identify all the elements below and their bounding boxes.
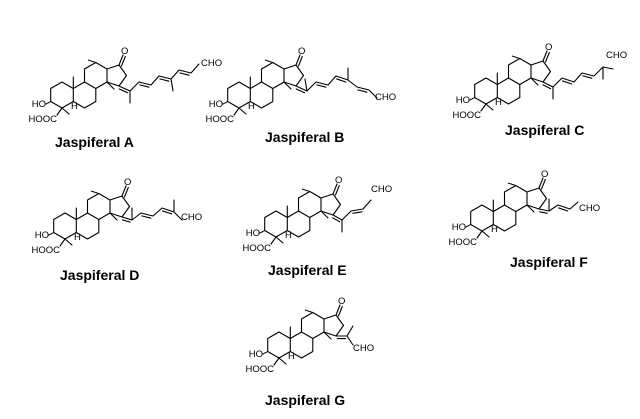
carboxyl-label: HOOC: [206, 114, 235, 125]
compound-a: O HO HOOC H CHO: [29, 46, 223, 125]
hydroxyl-label: HO: [32, 99, 46, 110]
side-chain: [118, 63, 200, 92]
compound-c: O HO HOOC H CHO: [453, 42, 628, 121]
carboxyl-label: HOOC: [32, 245, 61, 256]
double-bond: [141, 215, 152, 219]
aldehyde-label: CHO: [371, 184, 392, 195]
hydrogen-label: H: [248, 101, 255, 112]
methyl-bond: [346, 325, 354, 337]
aldehyde-label: CHO: [353, 343, 374, 354]
double-bond: [295, 88, 306, 94]
methyl-bond: [304, 78, 308, 92]
carboxyl-label: HOOC: [243, 243, 272, 254]
compound-label-d: Jaspiferal D: [60, 267, 139, 283]
double-bond: [121, 219, 131, 223]
carboxyl-label: HOOC: [29, 114, 58, 125]
aldehyde-label: CHO: [375, 92, 396, 103]
hydroxyl-label: HO: [452, 222, 466, 233]
side-chain: [295, 75, 378, 99]
side-chain: [538, 201, 579, 212]
compound-label-a: Jaspiferal A: [55, 134, 134, 150]
ketone-oxygen-label: O: [335, 175, 342, 186]
aldehyde-label: CHO: [606, 50, 627, 61]
double-bond: [539, 211, 548, 214]
compound-label-b: Jaspiferal B: [265, 129, 344, 145]
ketone-oxygen-label: O: [338, 296, 345, 307]
double-bond: [332, 217, 341, 223]
double-bond: [162, 210, 173, 215]
hydroxyl-label: HO: [35, 230, 49, 241]
hydrogen-label: H: [491, 224, 498, 235]
double-bond: [352, 211, 363, 214]
double-bond: [316, 84, 327, 88]
hydrogen-label: H: [285, 230, 292, 241]
steroid-core-skeleton: [45, 54, 128, 116]
carboxyl-label: HOOC: [246, 364, 275, 375]
double-bond: [179, 72, 190, 76]
compound-label-e: Jaspiferal E: [268, 262, 347, 278]
compound-e: O HO HOOC H CHO: [243, 175, 393, 254]
hydrogen-label: H: [288, 351, 295, 362]
double-bond: [558, 207, 569, 212]
aldehyde-label: CHO: [201, 58, 222, 69]
hydrogen-label: H: [495, 97, 502, 108]
compound-label-g: Jaspiferal G: [265, 392, 345, 408]
carboxyl-label: HOOC: [453, 110, 482, 121]
side-chain: [542, 66, 614, 88]
steroid-core-skeleton: [469, 50, 552, 112]
double-bond: [139, 84, 150, 88]
compound-label-f: Jaspiferal F: [510, 254, 588, 270]
ketone-oxygen-label: O: [545, 42, 552, 53]
hydrogen-label: H: [71, 101, 78, 112]
hydroxyl-label: HO: [209, 99, 223, 110]
compound-f: O HO HOOC H CHO: [449, 169, 601, 248]
ketone-oxygen-label: O: [124, 177, 131, 188]
steroid-core-skeleton: [262, 304, 345, 366]
side-chain: [121, 207, 183, 221]
steroid-core-skeleton: [465, 177, 548, 239]
aldehyde-label: CHO: [579, 203, 600, 214]
ketone-oxygen-label: O: [121, 46, 128, 57]
side-chain: [335, 335, 354, 346]
carboxyl-label: HOOC: [449, 237, 478, 248]
hydrogen-label: H: [74, 232, 81, 243]
methyl-bond: [170, 78, 174, 92]
ketone-oxygen-label: O: [298, 46, 305, 57]
double-bond: [336, 78, 347, 83]
double-bond: [582, 75, 593, 79]
aldehyde-label: CHO: [181, 212, 202, 223]
ketone-oxygen-label: O: [541, 169, 548, 180]
hydroxyl-label: HO: [456, 95, 470, 106]
double-bond: [159, 78, 170, 82]
double-bond: [562, 80, 573, 85]
steroid-core-skeleton: [48, 185, 131, 247]
compound-d: O HO HOOC H CHO: [32, 177, 203, 256]
double-bond: [357, 89, 368, 93]
double-bond: [542, 84, 552, 90]
steroid-core-skeleton: [259, 183, 342, 245]
double-bond: [118, 88, 129, 94]
steroid-core-skeleton: [222, 54, 305, 116]
hydroxyl-label: HO: [246, 228, 260, 239]
compound-label-c: Jaspiferal C: [505, 122, 584, 138]
compound-g: O HO HOOC H CHO: [246, 296, 375, 375]
hydroxyl-label: HO: [249, 349, 263, 360]
side-chain: [332, 199, 372, 221]
compound-b: O HO HOOC H CHO: [206, 46, 397, 125]
